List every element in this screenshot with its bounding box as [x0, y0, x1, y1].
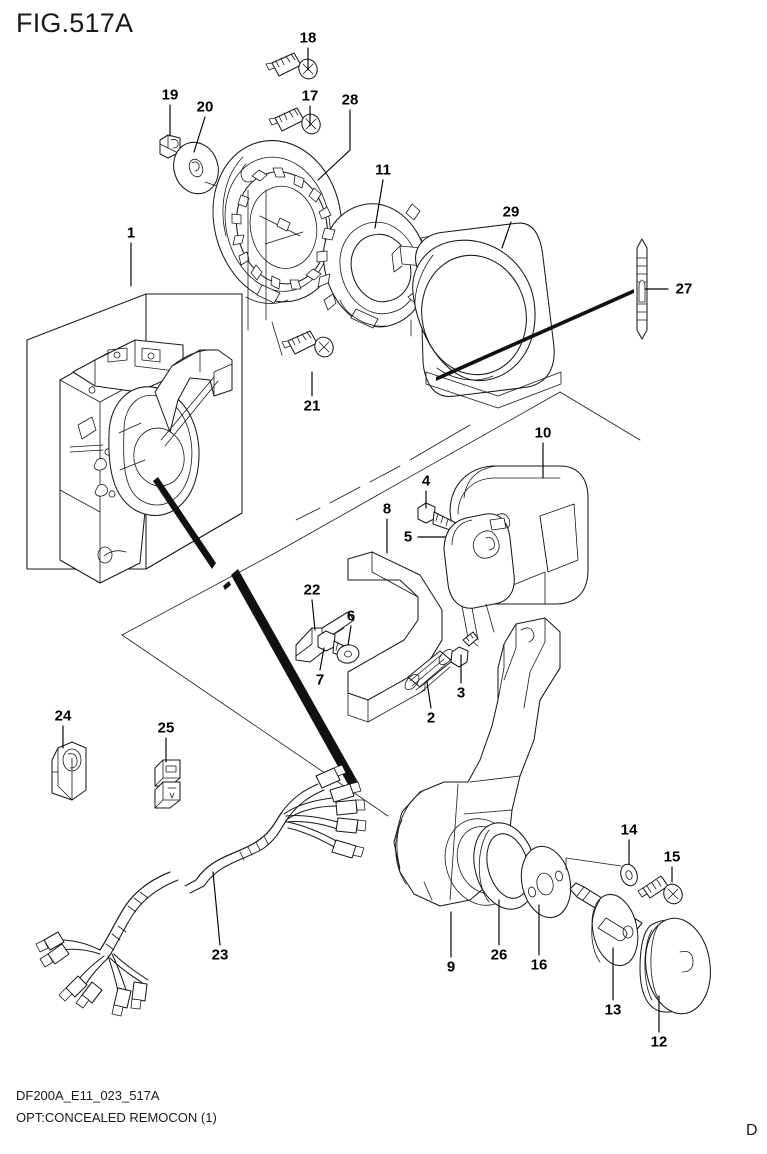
reference-frame-line — [121, 551, 278, 636]
part-24-cable-clamp — [51, 741, 87, 801]
part-6-washer-small — [336, 644, 360, 664]
callout-leader-22 — [311, 599, 316, 631]
part-26-o-ring — [473, 822, 537, 910]
part-16-plate-washer — [520, 845, 572, 919]
part-28-remocon-case-upper — [212, 140, 343, 304]
part-3-bolt-pivot — [450, 631, 479, 668]
part-27-clip-fastener — [436, 238, 648, 381]
part-21-screw — [281, 330, 334, 358]
part-15-screw-friction — [637, 875, 683, 905]
callout-leader-20 — [193, 116, 206, 153]
part-11-remocon-case-lower — [316, 203, 435, 329]
callout-leader-6 — [347, 625, 352, 646]
part-9-handle-arm — [393, 617, 561, 907]
page-marker: D — [746, 1122, 758, 1139]
part-13-friction-shaft — [569, 882, 643, 967]
part-12-friction-knob-cap — [639, 917, 711, 1015]
callout-leader-23 — [212, 871, 221, 946]
part-18-tapping-screw — [265, 52, 318, 80]
part-1-remocon-assembly — [26, 293, 243, 584]
part-14-washer-friction — [565, 857, 638, 887]
part-20-washer — [173, 141, 259, 201]
part-29-remocon-panel-seal — [410, 222, 562, 409]
part-5-throttle-cam — [443, 513, 515, 647]
drawing-caption: OPT:CONCEALED REMOCON (1) — [16, 1110, 217, 1125]
assembly-pointer-arrow — [231, 569, 358, 788]
callout-leader-29 — [501, 221, 512, 249]
part-25-wire-clip — [154, 759, 181, 809]
part-8-throttle-link-rod — [347, 551, 443, 723]
callout-leader-2 — [426, 681, 432, 709]
callout-leader-7 — [319, 647, 325, 671]
part-17-tapping-screw — [268, 107, 321, 135]
part-23-wiring-harness — [35, 764, 367, 1017]
part-4-bolt — [417, 502, 457, 532]
callout-leader-28 — [317, 109, 351, 181]
page-title: FIG.517A — [16, 8, 134, 38]
callout-leader-11 — [374, 179, 384, 229]
drawing-code: DF200A_E11_023_517A — [16, 1088, 160, 1103]
